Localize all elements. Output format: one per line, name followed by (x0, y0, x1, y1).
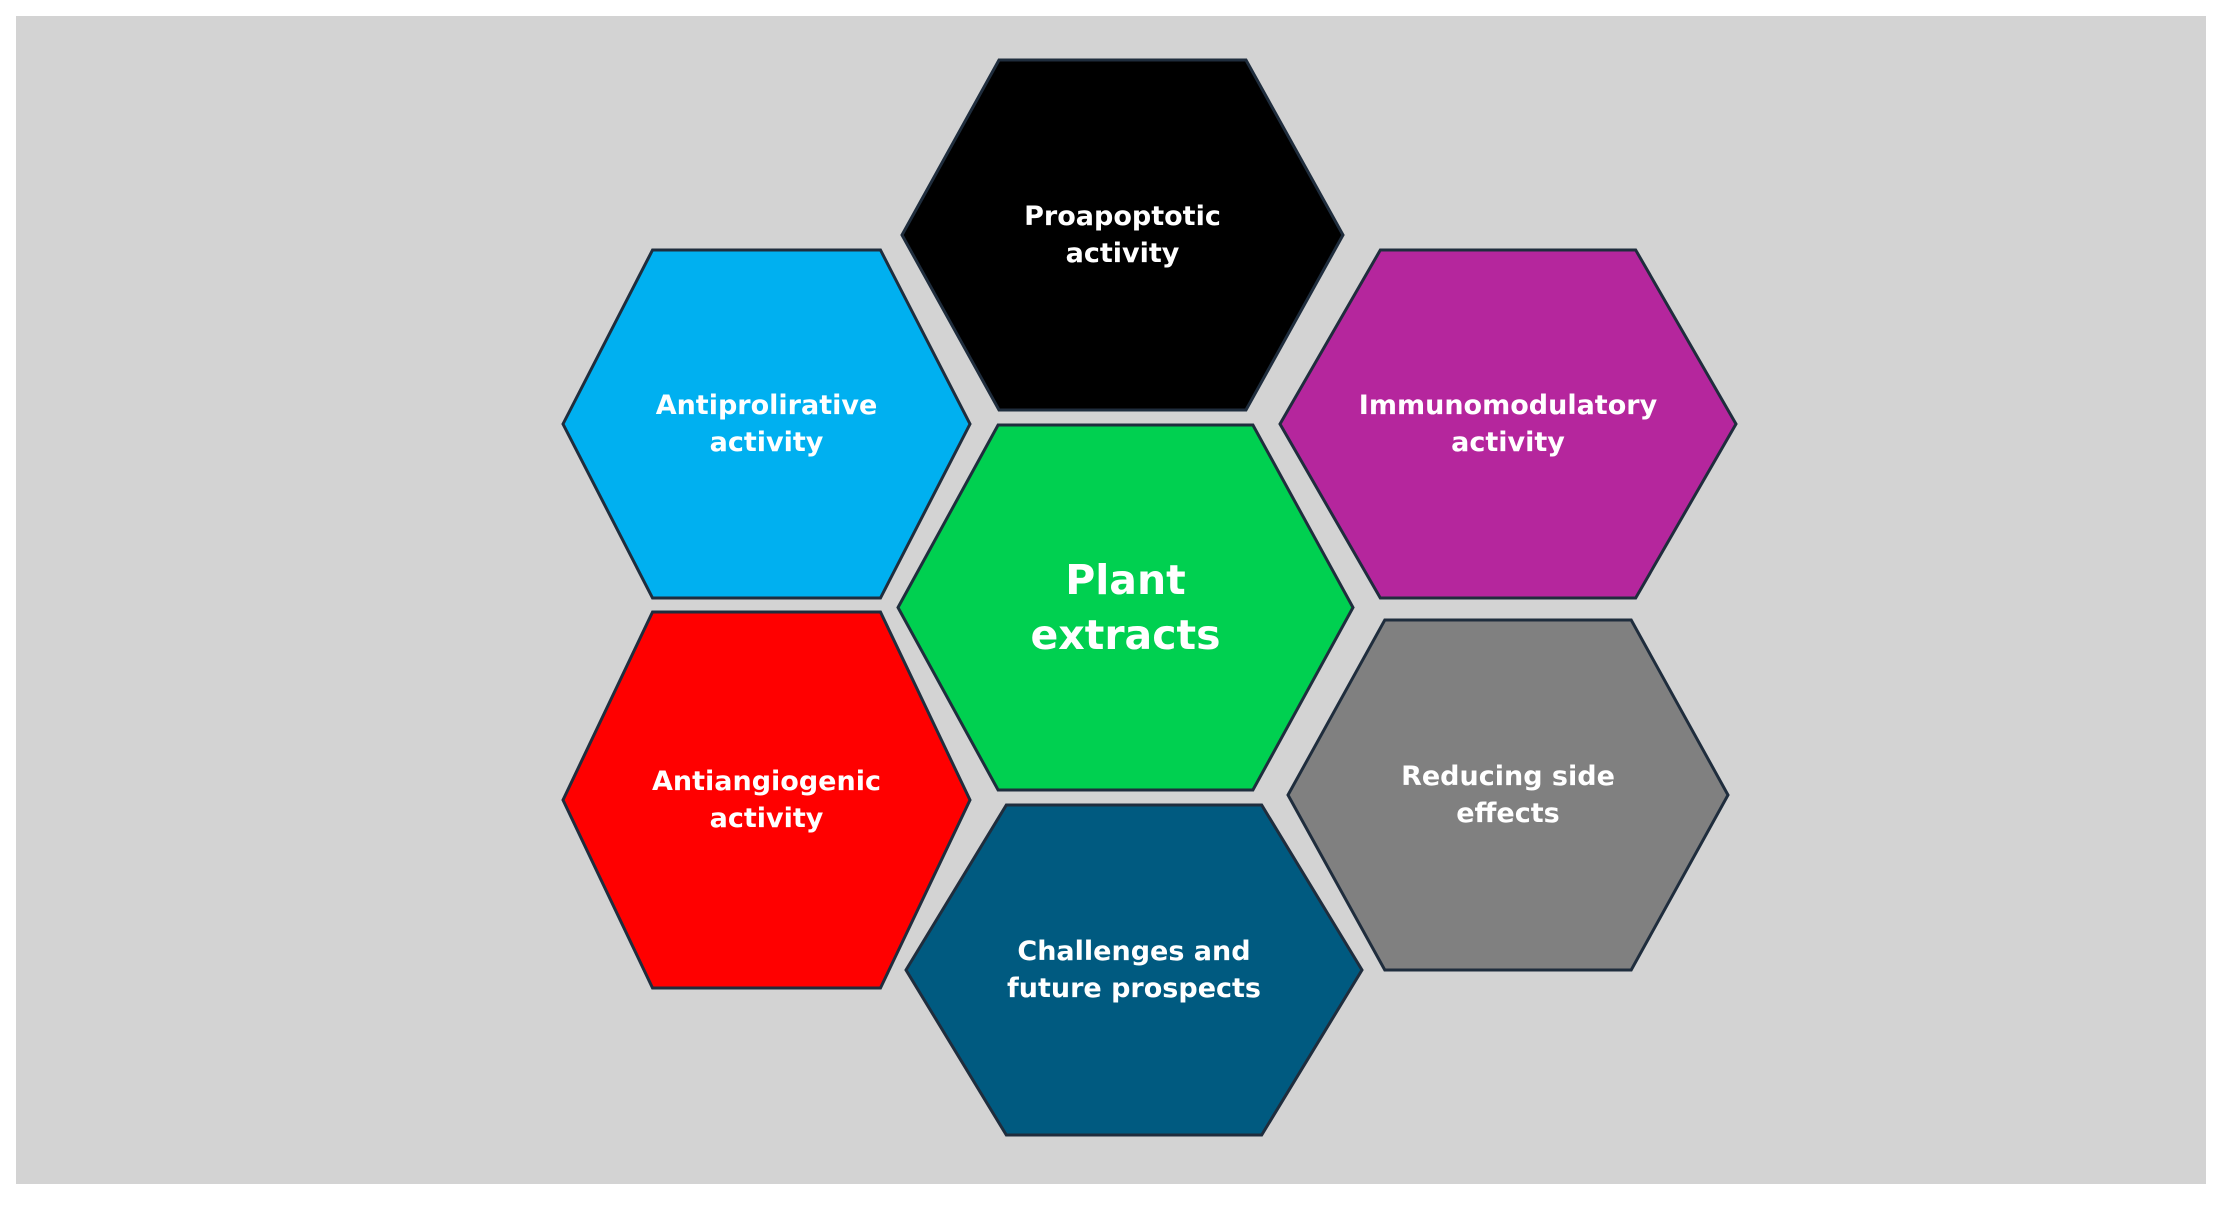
hexagon-proapoptotic (900, 58, 1345, 412)
hexagon-label-reducing-side-effects: Reducing side effects (1401, 761, 1615, 829)
hexagon-immunomodulatory (1278, 248, 1738, 600)
hexagon-antiprolirative (561, 248, 972, 600)
hexagon-label-immunomodulatory: Immunomodulatory activity (1358, 390, 1658, 458)
hexagon-reducing-side-effects (1286, 618, 1730, 972)
hexagon-label-challenges: Challenges and future prospects (1006, 936, 1261, 1004)
hexagon-label-proapoptotic: Proapoptotic activity (1024, 201, 1221, 269)
hexagon-label-antiprolirative: Antiprolirative activity (655, 390, 878, 458)
hexagon-challenges (904, 803, 1364, 1137)
hexagon-label-antiangiogenic: Antiangiogenic activity (652, 766, 881, 834)
hexagon-plant-extracts (896, 423, 1355, 792)
hexagon-label-plant-extracts: Plant extracts (1030, 555, 1221, 659)
hexagon-antiangiogenic (561, 610, 972, 990)
